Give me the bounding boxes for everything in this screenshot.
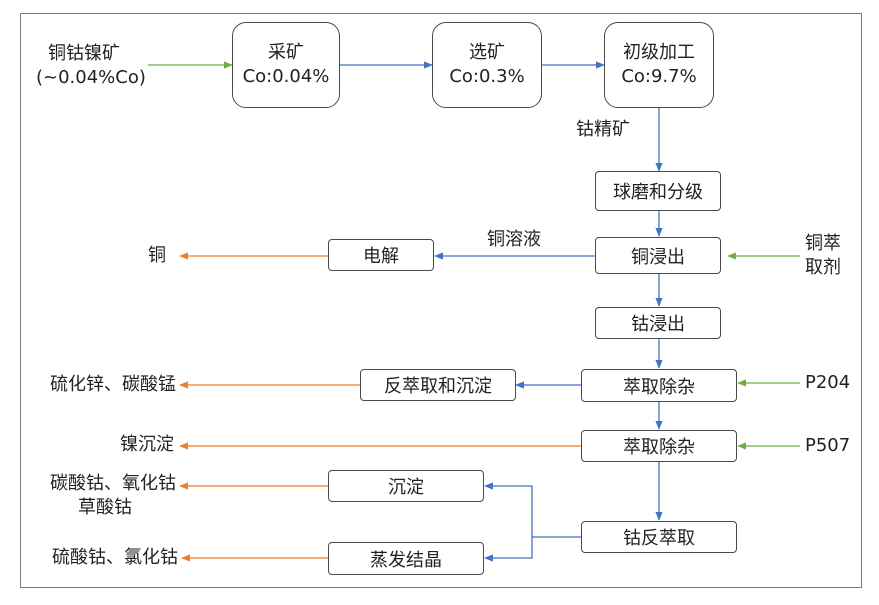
cobalt-salts-product: 碳酸钴、氧化钴 [50,473,176,494]
beneficiation-grade: Co:0.3% [449,66,525,87]
p507-label: P507 [805,435,851,456]
cobalt-sulfate-product: 硫酸钴、氯化钴 [52,547,178,568]
ore-label: 铜钴镍矿 [48,43,120,64]
extract-purify-2-step: 萃取除杂 [581,430,737,462]
cobalt-concentrate-label: 钴精矿 [576,119,630,140]
zn-mn-product: 硫化锌、碳酸锰 [50,374,176,395]
primary-processing-grade: Co:9.7% [621,66,697,87]
evaporate-crystallize-step: 蒸发结晶 [328,542,484,575]
primary-processing-title: 初级加工 [623,42,695,63]
cobalt-strip-step: 钴反萃取 [581,521,737,553]
copper-leach-step: 铜浸出 [595,237,721,274]
copper-product: 铜 [148,245,166,266]
p204-label: P204 [805,372,851,393]
mining-stage: 采矿 Co:0.04% [232,22,340,108]
primary-processing-stage: 初级加工 Co:9.7% [604,22,714,108]
diagram-frame [20,13,862,588]
beneficiation-stage: 选矿 Co:0.3% [432,22,542,108]
copper-extractant-label-2: 取剂 [805,257,841,278]
extract-purify-1-step: 萃取除杂 [581,369,737,402]
ball-milling-step: 球磨和分级 [595,171,721,211]
branch-to-precipitation-arrow [484,482,533,537]
mining-title: 采矿 [268,42,304,63]
cobalt-salts-product-2: 草酸钴 [78,497,132,518]
branch-to-crystallize-arrow [484,537,533,562]
electrolysis-step: 电解 [328,239,434,271]
precipitation-step: 沉淀 [328,470,484,502]
copper-solution-label: 铜溶液 [487,229,541,250]
mining-grade: Co:0.04% [242,66,330,87]
cobalt-leach-step: 钴浸出 [595,307,721,339]
copper-extractant-label: 铜萃 [805,233,841,254]
ore-grade-label: (~0.04%Co) [36,67,146,88]
nickel-precipitate-product: 镍沉淀 [120,434,174,455]
beneficiation-title: 选矿 [469,42,505,63]
strip-precipitate-step: 反萃取和沉淀 [360,369,516,401]
